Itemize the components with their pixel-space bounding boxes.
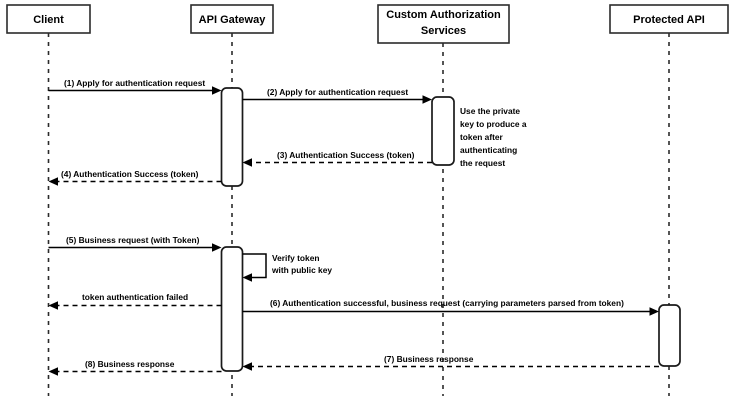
message-1-arrowhead (212, 86, 222, 95)
participant-custom-auth[interactable]: Custom Authorization Services (377, 4, 510, 44)
participant-label-api-gateway: API Gateway (199, 14, 267, 26)
message-4: (4) Authentication Success (token) (48, 169, 222, 186)
message-3: (3) Authentication Success (token) (242, 150, 432, 167)
note-private-key-line-5: the request (460, 158, 505, 168)
note-private-key-line-1: Use the private (460, 106, 520, 116)
message-token-auth-failed-label: token authentication failed (82, 292, 188, 302)
participant-api-gateway[interactable]: API Gateway (190, 4, 274, 34)
participant-label-custom-auth-line1: Custom Authorization (386, 9, 501, 21)
participant-label-client: Client (33, 14, 64, 26)
participant-protected-api[interactable]: Protected API (609, 4, 729, 34)
note-private-key-line-3: token after (460, 132, 504, 142)
note-private-key-line-2: key to produce a (460, 119, 527, 129)
message-7-arrowhead (242, 362, 252, 371)
message-4-arrowhead (48, 177, 58, 186)
message-self-label-line2: with public key (271, 265, 332, 275)
message-1-label: (1) Apply for authentication request (64, 78, 205, 88)
message-6: (6) Authentication successful, business … (242, 298, 659, 316)
message-5: (5) Business request (with Token) (48, 235, 222, 252)
message-5-label: (5) Business request (with Token) (66, 235, 200, 245)
activation-custom-auth (431, 96, 455, 166)
note-private-key-line-4: authenticating (460, 145, 517, 155)
message-8-label: (8) Business response (85, 359, 175, 369)
participant-label-protected-api: Protected API (633, 14, 705, 26)
message-2: (2) Apply for authentication request (242, 87, 432, 104)
message-8-arrowhead (48, 367, 58, 376)
message-self-label-line1: Verify token (272, 253, 319, 263)
message-2-label: (2) Apply for authentication request (267, 87, 408, 97)
message-3-label: (3) Authentication Success (token) (277, 150, 415, 160)
message-6-arrowhead (649, 307, 659, 316)
message-token-auth-failed: token authentication failed (48, 292, 222, 310)
note-private-key: Use the private key to produce a token a… (460, 106, 527, 168)
activation-api-gateway-business (220, 246, 244, 372)
participant-client[interactable]: Client (6, 4, 91, 34)
message-token-auth-failed-arrowhead (48, 301, 58, 310)
message-7: (7) Business response (242, 354, 659, 371)
message-7-label: (7) Business response (384, 354, 474, 364)
activation-api-gateway-auth (220, 87, 244, 187)
message-4-label: (4) Authentication Success (token) (61, 169, 199, 179)
message-5-arrowhead (212, 243, 222, 252)
participant-label-custom-auth-line2: Services (421, 25, 466, 37)
message-6-label: (6) Authentication successful, business … (270, 298, 624, 308)
message-self-verify-token: Verify token with public key (242, 253, 332, 282)
message-self-arrowhead (242, 273, 252, 282)
message-8: (8) Business response (48, 359, 222, 376)
message-1: (1) Apply for authentication request (48, 78, 222, 95)
message-3-arrowhead (242, 158, 252, 167)
message-2-arrowhead (422, 95, 432, 104)
activation-protected-api (658, 304, 681, 367)
